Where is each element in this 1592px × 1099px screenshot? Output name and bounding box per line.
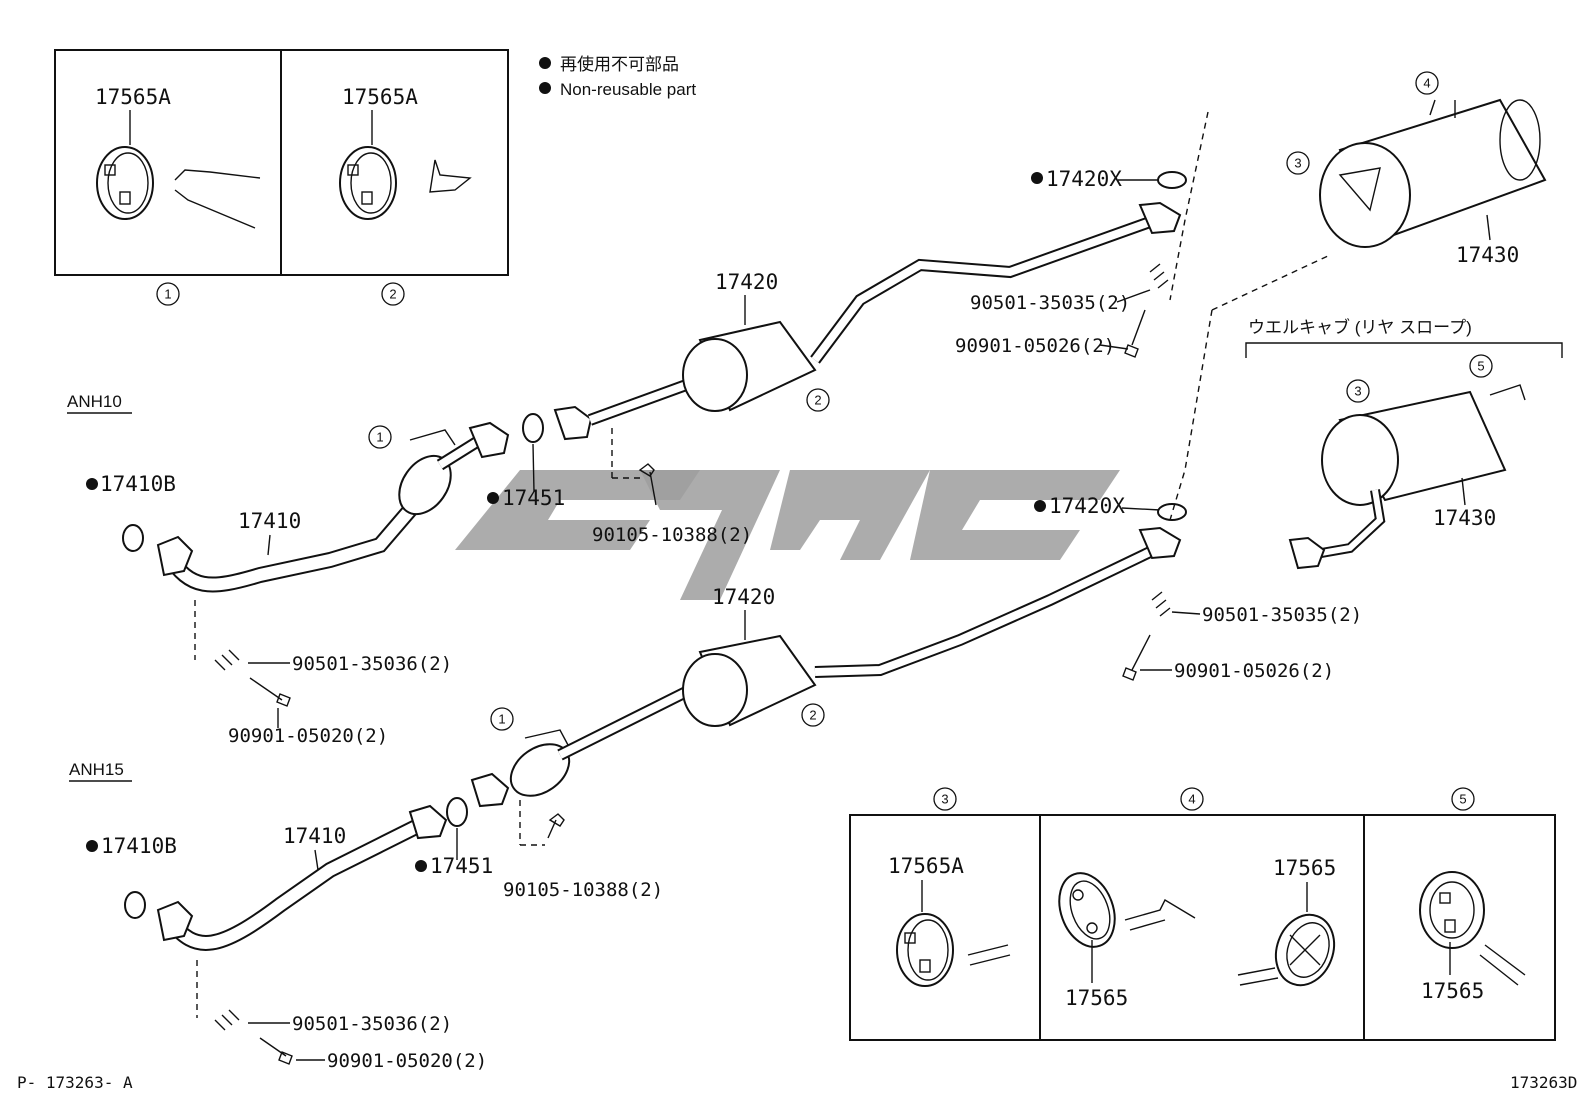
anh15-label: ANH15 — [69, 760, 124, 779]
welcab-label: ウエルキャブ (リヤ スロープ) — [1248, 317, 1472, 337]
rubber-hanger-icon — [96, 146, 154, 220]
anh15-bolt-rear-label: 90901-05026(2) — [1174, 660, 1334, 682]
anh10-label: ANH10 — [67, 392, 122, 411]
flange-icon — [468, 421, 510, 459]
connector-dashed — [1211, 254, 1331, 311]
spring-icon — [1151, 591, 1171, 617]
box5-ref: 5 — [1459, 792, 1466, 807]
welcab-section: ウエルキャブ (リヤ スロープ) 3 5 17430 — [1245, 317, 1563, 570]
anh15-17410-label: 17410 — [283, 824, 346, 848]
anh10-spring-front-label: 90501-35036(2) — [292, 653, 452, 675]
anh15-17420X-label: 17420X — [1049, 494, 1125, 518]
legend-english: Non-reusable part — [560, 80, 696, 99]
bolt-icon — [1124, 309, 1146, 358]
connector-dashed — [1169, 111, 1213, 521]
box2-part-label: 17565A — [342, 85, 418, 109]
non-reusable-dot-icon — [539, 57, 551, 69]
box5-part-label: 17565 — [1421, 979, 1484, 1003]
bolt-icon — [547, 813, 565, 839]
box4-part2-label: 17565 — [1273, 856, 1336, 880]
box1-ref: 1 — [164, 287, 171, 302]
anh15-17451-label: 17451 — [430, 854, 493, 878]
anh10-bolt-front-label: 90901-05020(2) — [228, 725, 388, 747]
flange-icon — [156, 535, 194, 577]
bottom-reference-boxes: 3 4 5 17565A 17565 17565 — [849, 787, 1556, 1041]
center-muffler-icon — [682, 653, 748, 727]
spring-icon — [214, 1009, 240, 1031]
anh15-ref2: 2 — [809, 708, 816, 723]
bolt-icon — [1122, 634, 1151, 681]
bolt-icon — [259, 1037, 293, 1065]
flange-icon — [408, 804, 448, 840]
anh10-17420-label: 17420 — [715, 270, 778, 294]
anh15-ref1: 1 — [498, 712, 505, 727]
rubber-hanger-icon — [1419, 871, 1485, 949]
flange-icon — [1288, 536, 1326, 570]
anh10-bolt-rear-label: 90901-05026(2) — [955, 335, 1115, 357]
muffler-top-ref4: 4 — [1423, 76, 1430, 91]
box4-part1-label: 17565 — [1065, 986, 1128, 1010]
bolt-icon — [249, 677, 291, 707]
main-muffler-top: 3 4 17430 — [1286, 71, 1547, 267]
flange-icon — [1138, 526, 1182, 560]
bolt-icon — [638, 463, 657, 506]
flange-icon — [156, 900, 194, 942]
watermark-logo — [455, 470, 1120, 600]
muffler-top-part-label: 17430 — [1456, 243, 1519, 267]
gasket-icon — [1157, 503, 1187, 521]
anh15-spring-front-label: 90501-35036(2) — [292, 1013, 452, 1035]
non-reusable-dot-icon — [539, 82, 551, 94]
welcab-ref5: 5 — [1477, 359, 1484, 374]
flange-icon — [553, 405, 593, 441]
box3-ref: 3 — [941, 792, 948, 807]
muffler-top-ref3: 3 — [1294, 156, 1301, 171]
box2-ref: 2 — [389, 287, 396, 302]
rubber-hanger-icon — [339, 146, 397, 220]
legend-japanese: 再使用不可部品 — [560, 54, 679, 74]
spring-icon — [1149, 263, 1169, 289]
footer-right-code: 173263D — [1510, 1073, 1577, 1092]
rubber-hanger-icon — [1058, 872, 1116, 948]
spring-icon — [214, 649, 240, 671]
top-reference-boxes: 17565A 17565A 1 2 — [54, 49, 509, 306]
anh10-assembly: ANH10 17410B 17410 1 17451 90105-10388(2… — [67, 167, 1187, 747]
rubber-hanger-icon — [896, 913, 954, 987]
flange-icon — [1138, 201, 1182, 235]
anh10-bolt1-label: 90105-10388(2) — [592, 524, 752, 546]
anh15-spring-rear-label: 90501-35035(2) — [1202, 604, 1362, 626]
welcab-part-label: 17430 — [1433, 506, 1496, 530]
anh10-17420X-label: 17420X — [1046, 167, 1122, 191]
flange-icon — [470, 772, 510, 808]
box1-part-label: 17565A — [95, 85, 171, 109]
anh10-ref1: 1 — [376, 430, 383, 445]
anh15-bolt-front-label: 90901-05020(2) — [327, 1050, 487, 1072]
rubber-hanger-icon — [1274, 913, 1336, 987]
anh15-17420-label: 17420 — [712, 585, 775, 609]
anh15-assembly: ANH15 17410B 17410 17451 1 90105-10388(2… — [69, 494, 1362, 1072]
box4-ref: 4 — [1188, 792, 1195, 807]
main-muffler-icon — [1319, 142, 1411, 248]
gasket-icon — [124, 891, 146, 919]
anh10-spring-rear-label: 90501-35035(2) — [970, 292, 1130, 314]
footer-left-code: P- 173263- A — [17, 1073, 133, 1092]
center-muffler-icon — [682, 338, 748, 412]
anh10-17410-label: 17410 — [238, 509, 301, 533]
box3-part-label: 17565A — [888, 854, 964, 878]
anh15-17410B-label: 17410B — [101, 834, 177, 858]
welcab-ref3: 3 — [1354, 384, 1361, 399]
gasket-icon — [522, 413, 544, 443]
main-muffler-icon — [1321, 414, 1399, 506]
gasket-icon — [1157, 171, 1187, 189]
anh10-ref2: 2 — [814, 393, 821, 408]
anh10-17410B-label: 17410B — [100, 472, 176, 496]
anh10-17451-label: 17451 — [502, 486, 565, 510]
gasket-icon — [122, 524, 144, 552]
legend: 再使用不可部品 Non-reusable part — [539, 54, 696, 99]
anh15-bolt1-label: 90105-10388(2) — [503, 879, 663, 901]
gasket-icon — [446, 797, 468, 827]
